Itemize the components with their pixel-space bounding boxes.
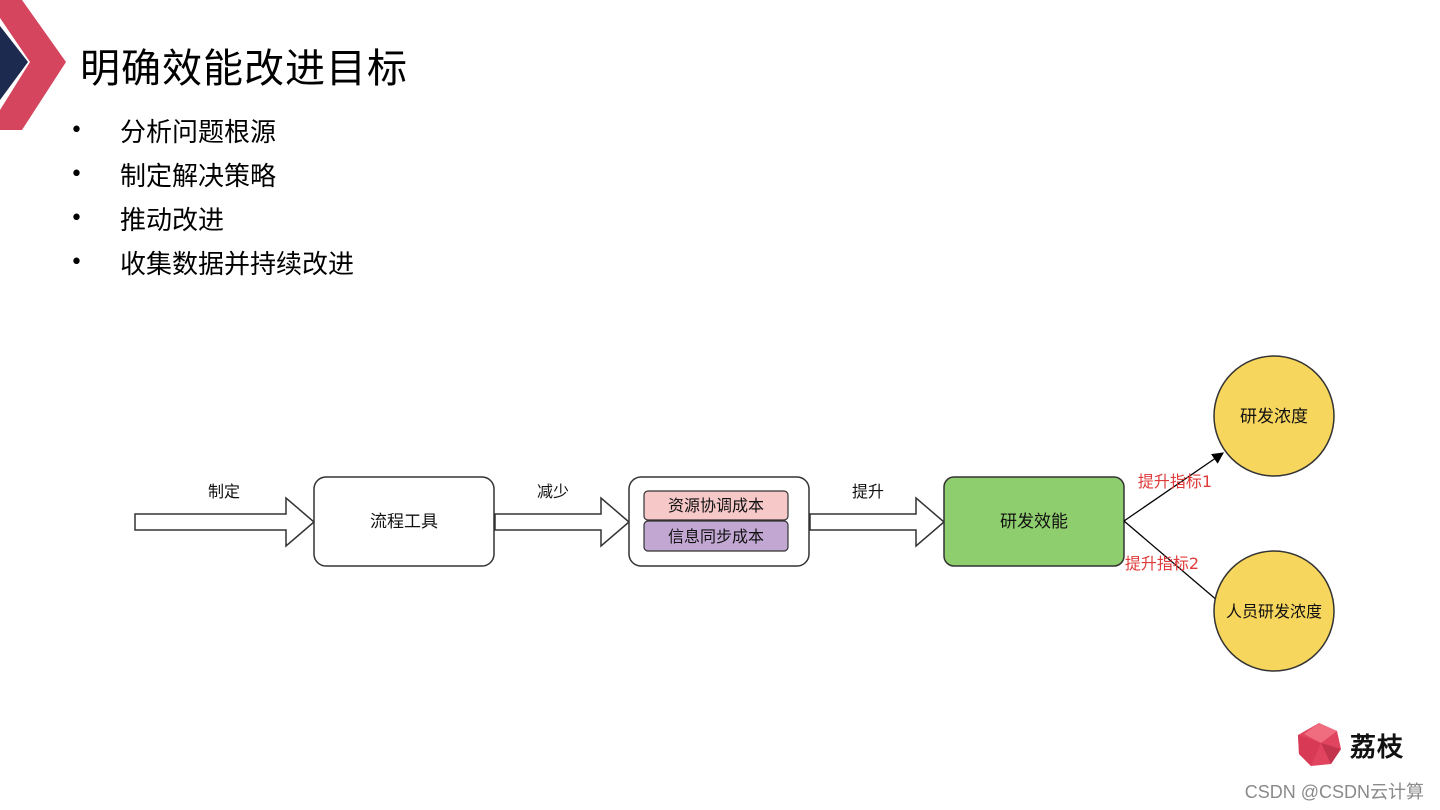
staff-density-node: [1213, 550, 1335, 672]
bullet-list: • 分析问题根源 • 制定解决策略 • 推动改进 • 收集数据并持续改进: [66, 108, 354, 284]
bullet-text: 收集数据并持续改进: [120, 249, 355, 280]
bullet-text: 推动改进: [120, 205, 225, 236]
process-tool-box: [313, 476, 495, 567]
slide-title: 明确效能改进目标: [80, 46, 408, 92]
block-arrow-reduce: [494, 496, 631, 548]
arrow-label-reduce: 减少: [537, 482, 569, 501]
efficiency-label: 研发效能: [1000, 512, 1068, 532]
arrow-label-improve: 提升: [852, 482, 884, 501]
staff-density-label: 人员研发浓度: [1226, 602, 1322, 621]
arrow-label-define: 制定: [208, 482, 240, 501]
resource-cost-label: 资源协调成本: [668, 496, 764, 515]
info-cost-box: [643, 520, 789, 552]
metric1-arrow: [1123, 452, 1224, 522]
info-cost-label: 信息同步成本: [668, 527, 764, 546]
bullet-dot: •: [70, 117, 83, 143]
bullet-text: 制定解决策略: [120, 161, 277, 192]
corner-chevron-decoration: [0, 0, 66, 130]
metric2-arrow: [1123, 520, 1226, 608]
bullet-item: • 收集数据并持续改进: [66, 240, 354, 284]
bullet-item: • 推动改进: [66, 196, 354, 240]
brand-logo: 荔枝: [1296, 722, 1404, 768]
bullet-dot: •: [70, 161, 83, 187]
bullet-item: • 制定解决策略: [66, 152, 354, 196]
block-arrow-improve: [809, 496, 946, 548]
density-node: [1213, 355, 1335, 477]
watermark-text: CSDN @CSDN云计算: [1244, 782, 1424, 802]
resource-cost-box: [643, 490, 789, 521]
density-label: 研发浓度: [1240, 407, 1308, 427]
metric2-label: 提升指标2: [1125, 554, 1199, 573]
process-tool-label: 流程工具: [370, 512, 438, 532]
block-arrow-define: [134, 496, 316, 548]
bullet-dot: •: [70, 205, 83, 231]
bullet-text: 分析问题根源: [120, 117, 277, 148]
bullet-dot: •: [70, 249, 83, 275]
metric1-label: 提升指标1: [1138, 472, 1212, 491]
bullet-item: • 分析问题根源: [66, 108, 354, 152]
brand-name: 荔枝: [1350, 732, 1405, 763]
lychee-logo-icon: [1298, 723, 1341, 766]
